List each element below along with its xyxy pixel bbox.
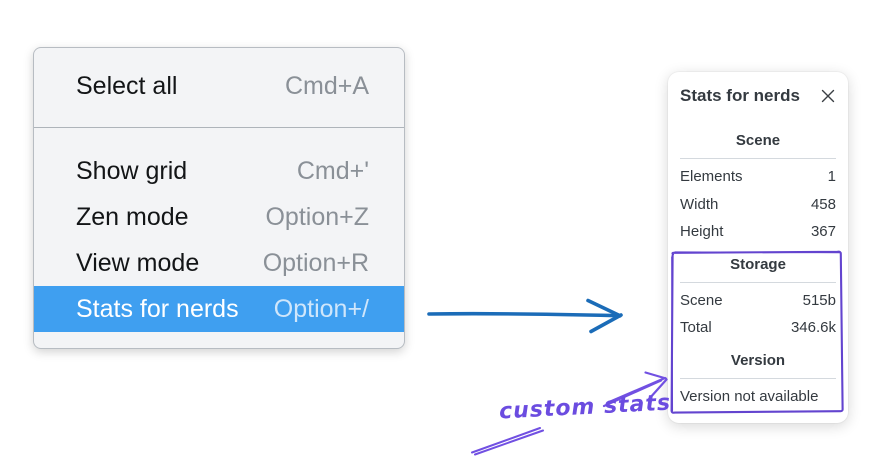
stat-row-total: Total 346.6k [680,314,836,342]
panel-title: Stats for nerds [680,86,800,105]
stat-label: Total [680,319,712,336]
stat-row-width: Width 458 [680,191,836,219]
menu-item-select-all[interactable]: Select all Cmd+A [34,62,404,110]
stat-row-height: Height 367 [680,218,836,246]
menu-item-shortcut: Option+/ [273,294,369,323]
divider [680,158,836,159]
annotation-label: custom stats [498,390,672,425]
stat-label: Width [680,195,719,213]
stat-row-elements: Elements 1 [680,163,836,191]
menu-item-zen-mode[interactable]: Zen mode Option+Z [34,194,404,240]
stat-label: Elements [680,168,743,185]
purple-arrow [602,371,668,408]
version-note: Version not available [680,387,819,405]
menu-item-shortcut: Option+Z [265,202,369,231]
divider [680,281,836,283]
section-header-version: Version [730,351,786,369]
storage-rows: Scene 515b Total 346.6k [680,287,836,342]
stat-value: 367 [810,223,836,240]
stat-value: 458 [810,195,836,213]
menu-separator [34,127,404,128]
stat-value: 346.6k [790,319,836,336]
close-button[interactable] [820,88,836,104]
section-header-scene: Scene [735,132,781,149]
menu-item-shortcut: Cmd+A [284,71,369,100]
menu-item-stats-for-nerds[interactable]: Stats for nerds Option+/ [34,286,404,332]
stat-value: 515b [802,291,836,309]
stat-value: 1 [827,168,836,185]
menu-item-label: Select all [76,71,178,100]
blue-arrow [427,298,623,334]
divider [680,377,836,379]
menu-item-shortcut: Cmd+' [296,156,369,185]
stat-row-scene: Scene 515b [680,287,836,315]
menu-item-show-grid[interactable]: Show grid Cmd+' [34,148,404,194]
close-icon [821,89,835,103]
menu-item-view-mode[interactable]: View mode Option+R [34,240,404,286]
menu-item-label: View mode [76,248,200,277]
scene-rows: Elements 1 Width 458 Height 367 [680,163,836,246]
stats-panel: Stats for nerds Scene Elements 1 Width 4… [668,72,848,423]
menu-item-shortcut: Option+R [262,248,369,277]
context-menu: Select all Cmd+A Show grid Cmd+' Zen mod… [33,47,405,349]
stat-label: Height [680,223,724,240]
menu-item-label: Stats for nerds [76,294,239,323]
section-header-storage: Storage [730,255,786,273]
menu-item-label: Zen mode [76,202,189,231]
stats-panel-header: Stats for nerds [680,85,836,107]
purple-tail-line [471,427,544,456]
menu-item-label: Show grid [76,156,188,185]
stat-label: Scene [680,291,723,309]
